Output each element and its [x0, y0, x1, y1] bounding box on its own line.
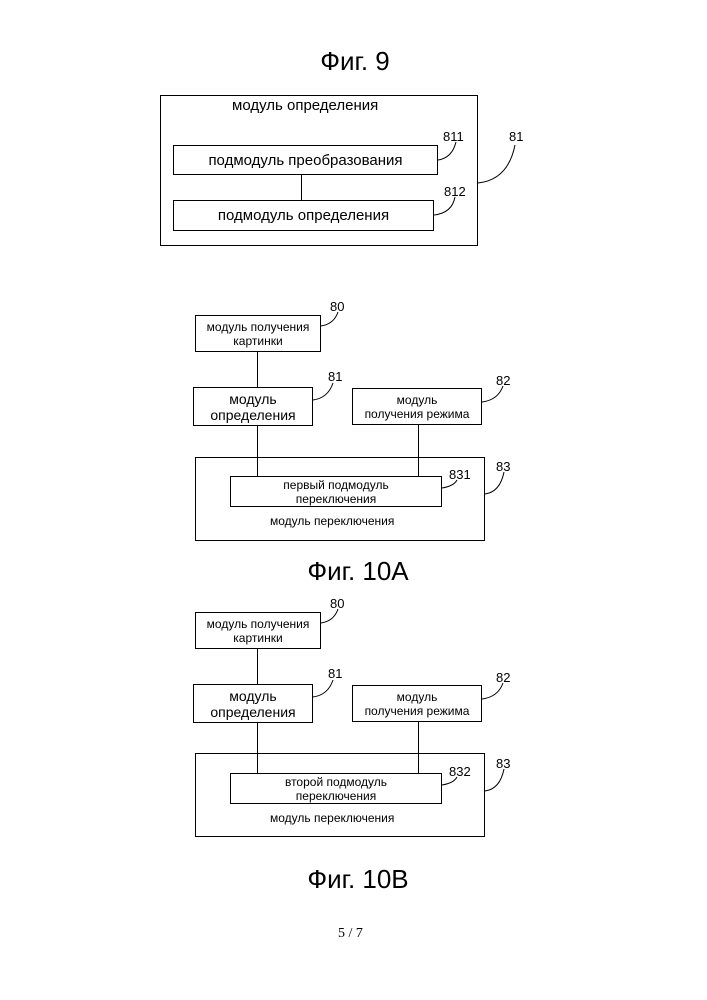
fig10a-leader-81 — [313, 383, 333, 400]
fig9-leader-81 — [478, 145, 515, 183]
fig10a-leader-83 — [485, 472, 504, 494]
fig9-leader-812 — [434, 197, 455, 215]
fig9-leader-811 — [438, 142, 456, 160]
fig10a-leader-80 — [321, 312, 338, 326]
fig10a-leader-82 — [482, 386, 503, 402]
fig10b-leader-81 — [313, 680, 333, 697]
fig10b-leader-832 — [442, 777, 457, 785]
fig10b-leader-82 — [482, 683, 503, 699]
page-number: 5 / 7 — [338, 926, 363, 942]
fig10a-leader-831 — [442, 480, 457, 488]
fig10b-leader-83 — [485, 769, 504, 791]
fig10b-leader-80 — [321, 609, 338, 623]
